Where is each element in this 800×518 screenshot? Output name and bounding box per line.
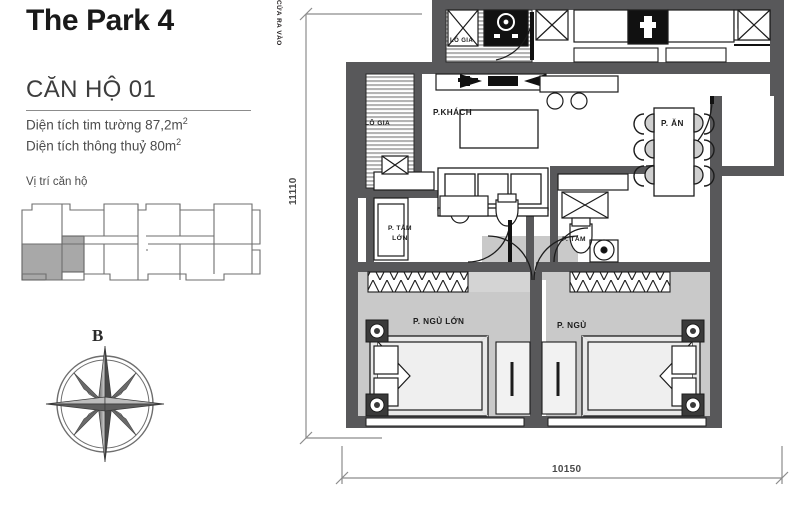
master-bedroom-furniture	[365, 319, 489, 417]
gross-area-text: Diện tích tim tường 87,2m2	[26, 116, 188, 133]
floor-key-plan	[21, 203, 261, 281]
hall-closet	[495, 341, 577, 415]
floor-plan-svg	[299, 0, 789, 485]
room-label-logia-top: LÔ GIA	[450, 38, 474, 44]
room-label-dining: P. ĂN	[661, 119, 684, 128]
bedroom-furniture	[581, 319, 705, 417]
master-bathroom-line1: P. TẮM	[388, 225, 412, 232]
gross-area-value: Diện tích tim tường 87,2m	[26, 117, 183, 133]
master-bathroom-line2: LỚN	[392, 234, 408, 242]
room-label-logia-left: LÔ GIA	[365, 120, 391, 127]
room-label-bathroom: P. TẮM	[562, 236, 586, 243]
net-area-text: Diện tích thông thuỷ 80m2	[26, 137, 181, 154]
dimension-lines	[299, 7, 789, 485]
room-label-entrance: CỬA RA VÀO	[275, 0, 282, 46]
floor-plan-page: The Park 4 CĂN HỘ 01 Diện tích tim tường…	[0, 0, 800, 500]
room-label-bedroom: P. NGỦ	[557, 321, 587, 330]
master-bath-door	[467, 219, 512, 263]
dimension-vertical: 11110	[288, 177, 299, 205]
location-label: Vị trí căn hộ	[26, 176, 88, 188]
floor-plan-drawing: 11110 10150 LÔ GIA LÔ GIA P.KHÁCH P. ĂN …	[275, 0, 800, 500]
bedroom-doors	[487, 235, 579, 281]
kitchen-fixtures	[447, 9, 771, 47]
info-panel: The Park 4 CĂN HỘ 01 Diện tích tim tường…	[0, 0, 282, 500]
title-divider	[26, 110, 251, 111]
wardrobe-bedroom	[569, 271, 671, 293]
room-label-living: P.KHÁCH	[433, 108, 473, 117]
living-room-furniture	[435, 73, 619, 217]
dimension-horizontal: 10150	[552, 464, 582, 475]
net-area-value: Diện tích thông thuỷ 80m	[26, 138, 177, 154]
room-label-master-bedroom: P. NGỦ LỚN	[413, 317, 465, 326]
compass-north-label: B	[92, 326, 104, 345]
kitchen-lower-counter	[573, 47, 727, 63]
room-label-master-bathroom: P. TẮM LỚN	[388, 224, 412, 243]
walls	[346, 0, 784, 428]
wardrobe-master	[367, 271, 469, 293]
bathroom-fixtures	[557, 173, 629, 263]
door-swing-logia-top	[495, 12, 534, 61]
page-title: The Park 4	[26, 4, 174, 37]
net-area-superscript: 2	[176, 137, 182, 147]
keyplan-highlighted-unit	[21, 235, 85, 281]
master-bathroom-fixtures	[373, 155, 519, 261]
unit-title: CĂN HỘ 01	[26, 76, 157, 103]
compass-rose-icon	[45, 345, 165, 463]
dining-furniture	[644, 107, 704, 197]
gross-area-superscript: 2	[182, 116, 188, 126]
windows	[365, 417, 707, 427]
